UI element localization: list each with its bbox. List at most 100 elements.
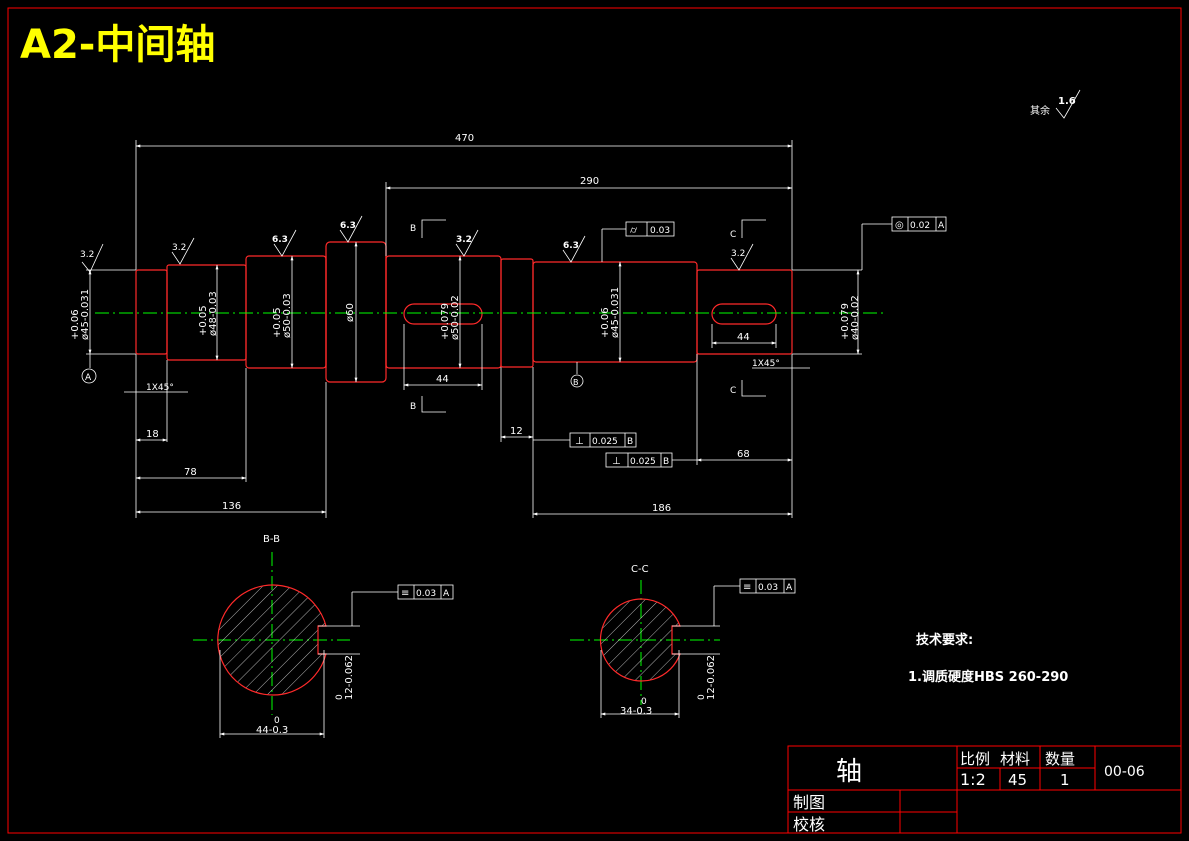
dia-label-6: +0.06 ø45-0.031 [600, 287, 621, 338]
roughness-6: 6.3 [562, 235, 586, 263]
roughness-7: 3.2 [730, 243, 754, 271]
section-bb-tolerance: ≡ 0.03 A [397, 584, 454, 600]
tech-req-heading: 技术要求: [916, 632, 973, 648]
svg-text:+0.05: +0.05 [198, 305, 209, 336]
section-bb-outline [217, 584, 327, 696]
section-bb-key: 0 12-0.062 [335, 655, 355, 700]
title-block-material-label: 材料 [1000, 750, 1030, 768]
section-cc-key: 0 12-0.062 [697, 655, 717, 700]
tolerance-cylindricity: ⌭ 0.03 [601, 221, 675, 262]
svg-text:0.02: 0.02 [910, 221, 930, 231]
svg-text:12-0.062: 12-0.062 [706, 655, 717, 700]
dim-186: 186 [652, 503, 671, 514]
roughness-1: 3.2 [80, 243, 104, 273]
svg-text:A: A [938, 221, 945, 231]
svg-text:+0.06: +0.06 [70, 309, 81, 340]
tech-req-item-1: 1.调质硬度HBS 260-290 [908, 669, 1068, 685]
section-cc-tolerance: ≡ 0.03 A [739, 578, 796, 594]
svg-text:3.2: 3.2 [731, 249, 745, 259]
dim-key-left: 44 [436, 374, 449, 385]
dim-78: 78 [184, 467, 197, 478]
svg-text:+0.079: +0.079 [440, 303, 451, 340]
svg-text:0: 0 [335, 694, 345, 700]
roughness-4: 6.3 [339, 215, 363, 243]
svg-text:ø45-0.031: ø45-0.031 [80, 289, 91, 340]
svg-text:12-0.062: 12-0.062 [344, 655, 355, 700]
svg-text:⊥: ⊥ [612, 456, 621, 467]
svg-text:A: A [786, 583, 793, 593]
svg-text:⌭: ⌭ [630, 225, 638, 236]
datum-a-circle [81, 368, 97, 384]
roughness-symbol [1055, 89, 1081, 119]
svg-text:0.03: 0.03 [416, 589, 436, 599]
dim-470: 470 [455, 133, 474, 144]
datum-b-circle [570, 374, 584, 388]
title-block-part: 轴 [836, 757, 862, 787]
svg-text:⊥: ⊥ [575, 436, 584, 447]
dim-136: 136 [222, 501, 241, 512]
svg-text:0.03: 0.03 [650, 226, 670, 236]
dim-18: 18 [146, 429, 159, 440]
roughness-2: 3.2 [171, 237, 195, 265]
dim-12: 12 [510, 426, 523, 437]
svg-text:0.03: 0.03 [758, 583, 778, 593]
title-block-scale: 1:2 [960, 770, 986, 789]
datum-b: B [573, 378, 579, 387]
section-cc-label: C-C [631, 564, 649, 575]
dia-label-3: +0.05 ø50-0.03 [272, 293, 293, 338]
section-cut-b-top: B [410, 219, 446, 238]
svg-text:ø50-0.02: ø50-0.02 [450, 295, 461, 340]
title-block-material: 45 [1008, 771, 1027, 789]
svg-text:B: B [627, 437, 633, 447]
svg-text:ø60: ø60 [345, 303, 356, 322]
svg-text:3.2: 3.2 [456, 235, 472, 245]
svg-text:+0.05: +0.05 [272, 307, 283, 338]
section-bb-width: 44-0.3 [256, 725, 288, 736]
tolerance-perpendicularity-2: ⊥ 0.025 B [605, 452, 697, 468]
dia-label-1: +0.06 ø45-0.031 [70, 289, 91, 340]
svg-text:≡: ≡ [401, 588, 409, 599]
title-block-scale-label: 比例 [960, 750, 990, 768]
shaft-outline [135, 241, 793, 383]
tolerance-circular-runout: ◎ 0.02 A [861, 216, 947, 270]
svg-text:6.3: 6.3 [340, 221, 356, 231]
roughness-5: 3.2 [455, 229, 479, 257]
svg-text:0.025: 0.025 [630, 457, 656, 467]
other-surfaces-value: 1.6 [1058, 96, 1076, 107]
datum-a: A [85, 373, 92, 383]
section-bb-width-top: 0 [274, 716, 280, 726]
title-block-code: 00-06 [1104, 764, 1145, 780]
section-cc-width: 34-0.3 [620, 706, 652, 717]
section-bb-hatch [217, 585, 326, 695]
title-block-qty-label: 数量 [1045, 750, 1075, 768]
svg-text:ø50-0.03: ø50-0.03 [282, 293, 293, 338]
dim-68: 68 [737, 449, 750, 460]
svg-text:B: B [410, 224, 416, 234]
drawing-title: A2-中间轴 [20, 22, 215, 68]
title-block-drawn: 制图 [793, 793, 825, 812]
svg-text:ø40-0.02: ø40-0.02 [850, 295, 861, 340]
svg-text:0: 0 [697, 694, 707, 700]
svg-text:B: B [410, 402, 416, 412]
svg-text:≡: ≡ [743, 582, 751, 593]
dia-label-2: +0.05 ø48-0.03 [198, 291, 219, 336]
title-block-checked: 校核 [793, 815, 825, 834]
svg-text:6.3: 6.3 [563, 241, 579, 251]
tolerance-perpendicularity-1: ⊥ 0.025 B [533, 432, 637, 448]
svg-text:0.025: 0.025 [592, 437, 618, 447]
dia-label-4: ø60 [345, 303, 356, 322]
dia-label-5: +0.079 ø50-0.02 [440, 295, 461, 340]
svg-text:ø48-0.03: ø48-0.03 [208, 291, 219, 336]
chamfer-left: 1X45° [146, 383, 174, 393]
svg-text:6.3: 6.3 [272, 235, 288, 245]
section-cc-width-top: 0 [641, 697, 647, 707]
chamfer-right: 1X45° [752, 359, 780, 369]
svg-text:ø45-0.031: ø45-0.031 [610, 287, 621, 338]
svg-text:+0.079: +0.079 [840, 303, 851, 340]
section-bb-label: B-B [263, 534, 280, 545]
svg-text:A: A [443, 589, 450, 599]
section-cut-c-top: C [730, 219, 766, 240]
title-block-qty: 1 [1060, 771, 1070, 789]
svg-text:+0.06: +0.06 [600, 307, 611, 338]
